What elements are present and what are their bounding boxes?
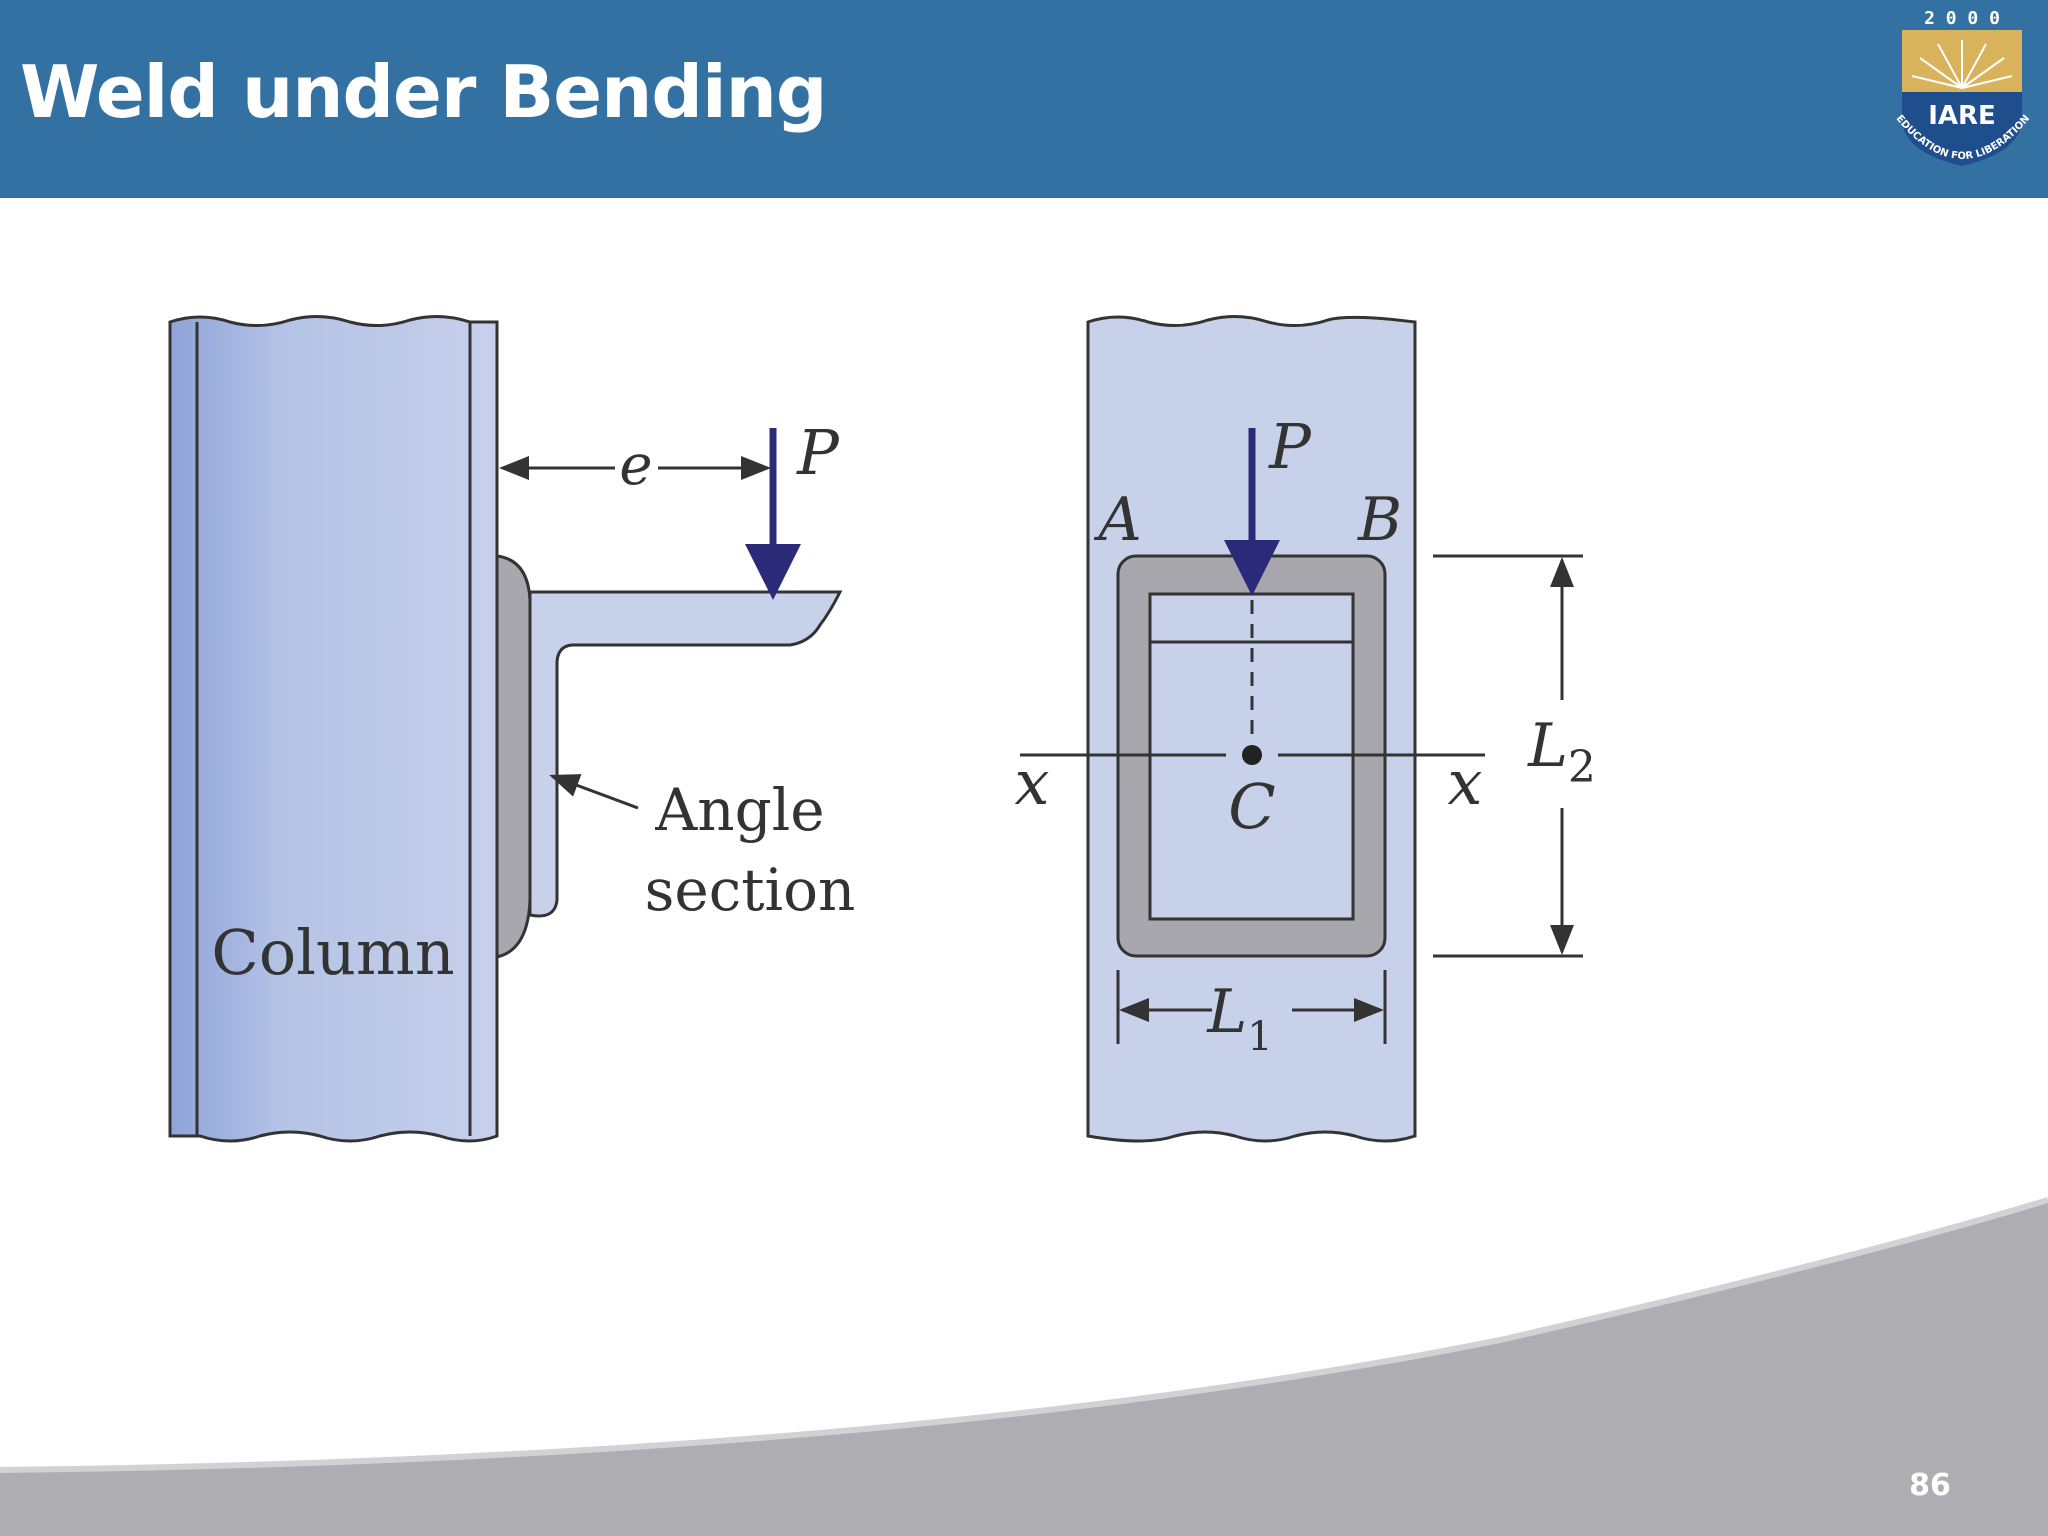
logo-year: 2 0 0 0: [1924, 8, 2000, 29]
eccentricity-label: e: [619, 433, 652, 498]
footer-swoosh: [0, 1197, 2048, 1536]
height-label: L2: [1527, 711, 1596, 793]
page-number: 86: [1909, 1468, 1951, 1503]
angle-leader-line: [549, 774, 639, 810]
right-figure: P A B C x x L1 L2: [1015, 315, 1596, 1143]
sun-rays-icon: [1911, 40, 2013, 89]
load-label-right: P: [1268, 410, 1312, 483]
angle-label-line1: Angle: [654, 776, 824, 844]
footer-shape: [0, 1200, 2048, 1536]
iare-logo: 2 0 0 0 IARE EDUCATION FOR LIBERATION: [1894, 8, 2032, 166]
weld-left: [495, 554, 532, 959]
logo-name: IARE: [1928, 101, 1996, 131]
column: [168, 315, 499, 1143]
centroid-point: [1242, 745, 1262, 765]
corner-a-label: A: [1093, 485, 1141, 555]
centroid-label: C: [1228, 770, 1275, 843]
slide-title: Weld under Bending: [20, 50, 827, 134]
axis-x-left-label: x: [1015, 746, 1050, 819]
width-label: L1: [1206, 977, 1272, 1060]
angle-label-line2: section: [645, 856, 856, 924]
footer-highlight: [0, 1197, 2048, 1473]
load-label-left: P: [796, 416, 840, 489]
weld-diagram: e P Angle section Column P A B C x x: [168, 315, 1596, 1143]
corner-b-label: B: [1357, 485, 1402, 555]
axis-x-right-label: x: [1448, 746, 1483, 819]
angle-section: [528, 590, 843, 918]
header-bar: Weld under Bending 2 0 0 0 IARE EDUCATIO…: [0, 0, 2048, 198]
left-figure: e P Angle section Column: [168, 315, 856, 1143]
column-label: Column: [211, 916, 454, 989]
